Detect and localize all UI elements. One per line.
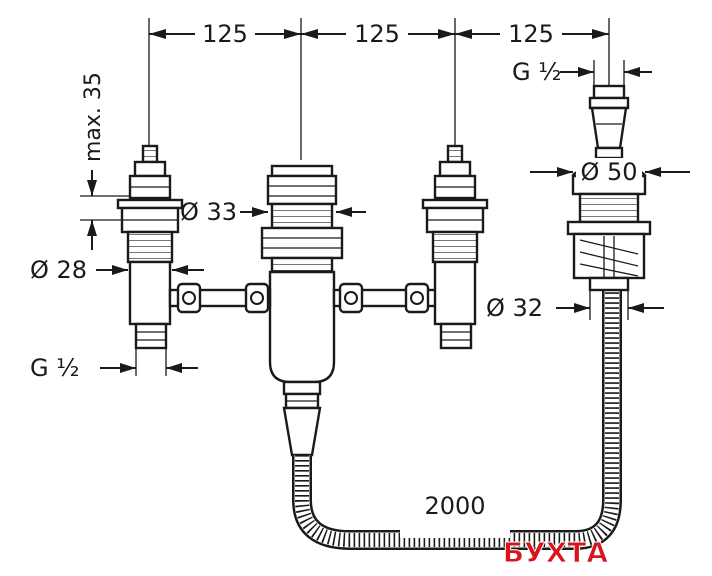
- left-valve: [116, 144, 184, 350]
- thread-right-label: G ½: [512, 58, 562, 86]
- diameter-33-label: Ø 33: [180, 198, 237, 226]
- diameter-33-dimension: Ø 33: [180, 198, 366, 226]
- center-body: [260, 164, 344, 457]
- spacing-2-label: 125: [354, 20, 400, 48]
- diameter-32-dimension: Ø 32: [486, 290, 664, 322]
- shower-hose: 2000: [292, 288, 622, 550]
- diameter-28-label: Ø 28: [30, 256, 87, 284]
- dimension-chain-top: 125 125 125: [148, 16, 610, 160]
- max-height-label: max. 35: [81, 72, 106, 162]
- spacing-3-label: 125: [508, 20, 554, 48]
- shower-outlet-assembly: [566, 84, 652, 292]
- max-height-dimension: max. 35: [80, 72, 160, 250]
- spacing-1-label: 125: [202, 20, 248, 48]
- diameter-50-label: Ø 50: [580, 158, 637, 186]
- hose-length-label: 2000: [424, 492, 485, 520]
- thread-left-label: G ½: [30, 354, 80, 382]
- thread-left-dimension: G ½: [30, 348, 198, 382]
- watermark-logo: БУХТА: [502, 536, 609, 570]
- diameter-32-label: Ø 32: [486, 294, 543, 322]
- watermark-text: БУХТА: [503, 536, 609, 569]
- diameter-28-dimension: Ø 28: [30, 256, 204, 284]
- thread-right-dimension: G ½: [512, 58, 652, 86]
- connecting-pipes: [168, 282, 438, 314]
- diameter-50-dimension: Ø 50: [530, 158, 690, 186]
- right-valve: [421, 144, 489, 350]
